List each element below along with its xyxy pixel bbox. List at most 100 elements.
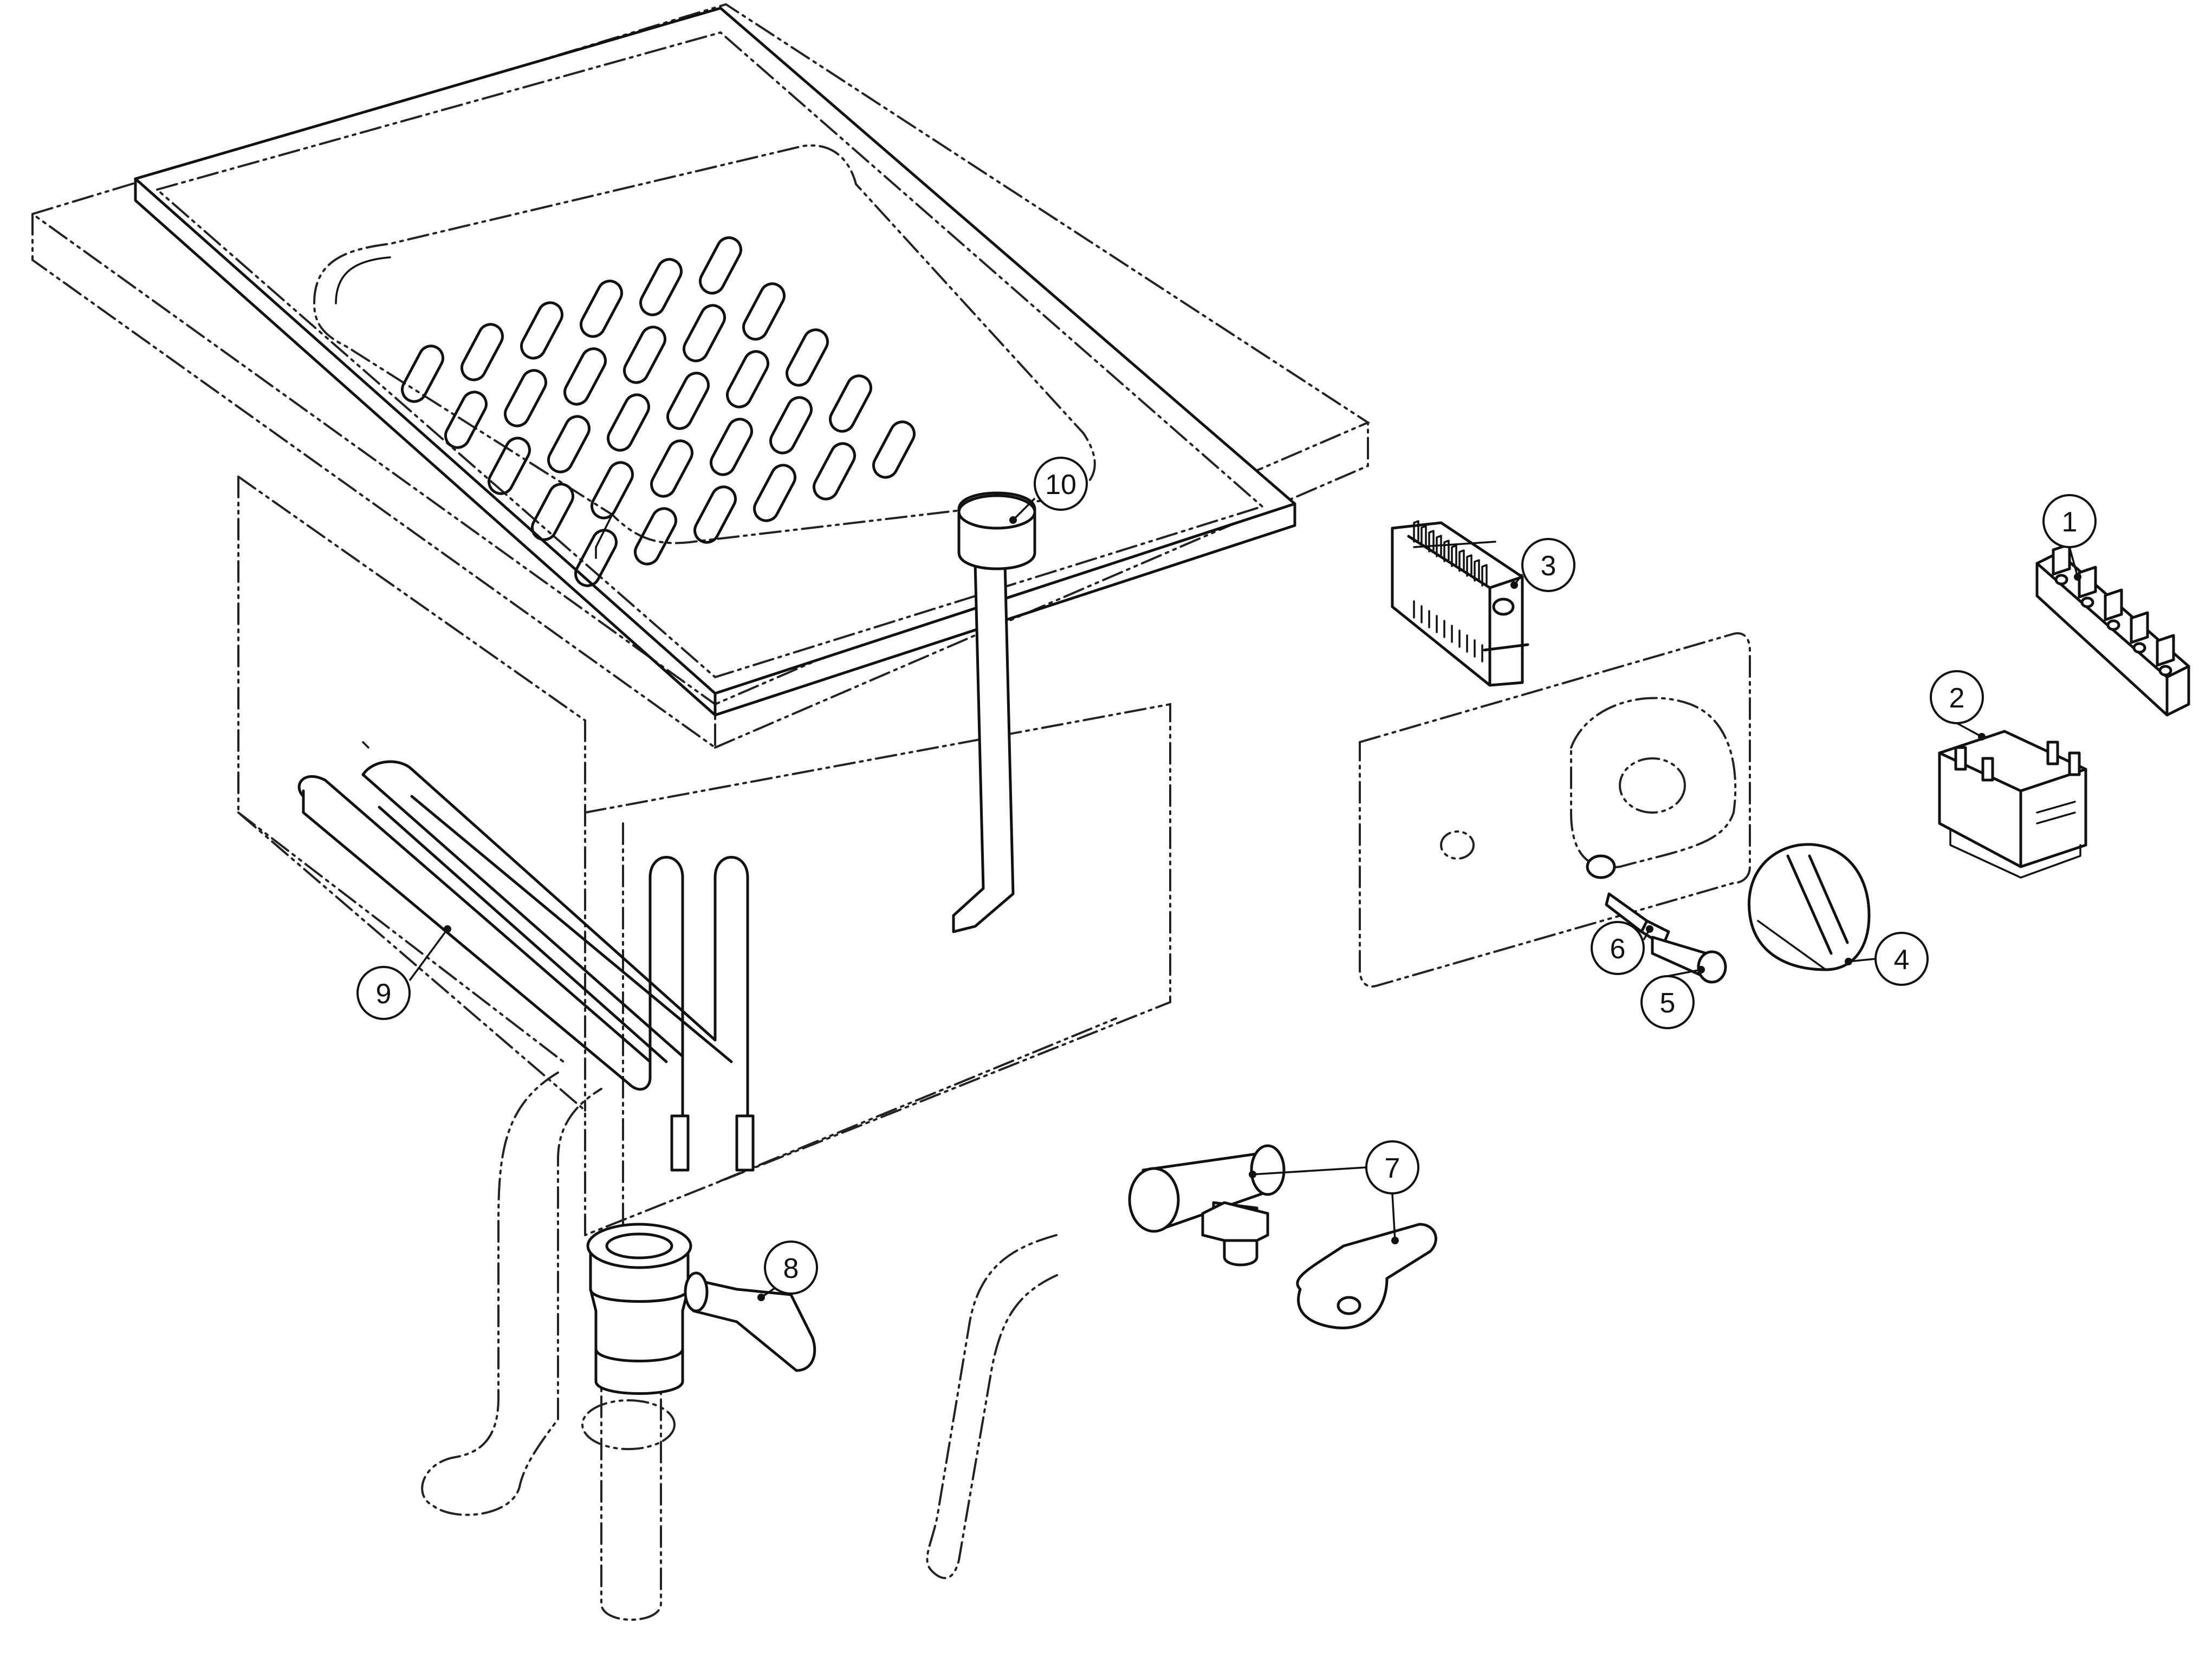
callout-number: 3: [1541, 550, 1556, 582]
grid-slot: [710, 418, 753, 476]
grid-slot: [607, 393, 650, 452]
callout-bubble: [764, 1241, 818, 1295]
terminal-screw: [2158, 665, 2172, 677]
grid-slot: [580, 280, 623, 338]
callout-2: 2: [1930, 670, 1986, 741]
grid-slot: [769, 396, 813, 454]
pilot-lamp: [1651, 936, 1727, 984]
callout-number: 8: [783, 1253, 799, 1284]
grid-slot: [753, 464, 796, 522]
callout-number: 1: [2062, 506, 2078, 538]
control-knob: [1748, 843, 1871, 971]
grid-slot: [666, 372, 710, 430]
lifting-handle: [952, 491, 1036, 933]
terminal-tab: [2104, 588, 2123, 621]
mounting-plate: [1359, 632, 1751, 988]
grid-slot: [444, 391, 488, 449]
regulator-pin: [1443, 540, 1450, 562]
callout-number: 2: [1949, 683, 1965, 714]
basin: [313, 144, 1096, 559]
grid-slot: [591, 461, 634, 519]
grid-slot: [460, 323, 504, 381]
leader-line: [1391, 1193, 1396, 1241]
grid-slot: [488, 437, 531, 495]
terminal-tab: [2130, 611, 2149, 644]
callout-number: 10: [1045, 469, 1076, 501]
leader-line: [1848, 958, 1876, 963]
callout-bubble: [1521, 538, 1575, 592]
appliance-housing: [30, 3, 1371, 1621]
leader-line: [1956, 722, 1982, 738]
grid-slot: [872, 420, 916, 479]
grid-slot: [650, 439, 693, 498]
callout-bubble: [1591, 921, 1645, 975]
regulator-pin: [1451, 544, 1457, 567]
callout-bubble: [1034, 457, 1088, 511]
regulator-pin: [1466, 554, 1472, 577]
regulator-pin: [1474, 559, 1480, 582]
grid-slot: [401, 345, 444, 403]
leader-dot: [1391, 1237, 1399, 1244]
relay: [1938, 730, 2087, 879]
callout-5: 5: [1640, 966, 1705, 1029]
grid-slot: [693, 485, 737, 544]
terminal-screw: [2132, 642, 2146, 654]
callout-bubble: [1874, 932, 1929, 986]
terminal-screw: [2106, 619, 2120, 631]
callout-10: 10: [1009, 457, 1088, 524]
thermostat-regulator: [1391, 520, 1529, 687]
grid-slot: [742, 282, 786, 341]
callout-number: 4: [1894, 944, 1910, 976]
callout-8: 8: [757, 1241, 818, 1301]
leader-dot: [444, 925, 451, 933]
leader-line: [1252, 1166, 1367, 1176]
leader-dot: [757, 1294, 765, 1301]
leader-dot: [1697, 966, 1705, 973]
callout-bubble: [1640, 975, 1695, 1029]
callout-number: 6: [1610, 933, 1626, 965]
regulator-pin: [1436, 535, 1442, 557]
leader-line: [2068, 547, 2079, 577]
leader-dot: [1978, 733, 1986, 741]
callout-6: 6: [1591, 921, 1653, 975]
callout-number: 5: [1660, 988, 1676, 1019]
terminal-tab: [2052, 543, 2071, 576]
grid-slot: [699, 236, 742, 295]
water-tap-with-lever: [1128, 1144, 1437, 1329]
leader-dot: [1646, 925, 1653, 933]
terminal-tab: [2156, 634, 2175, 667]
leader-dot: [1845, 958, 1852, 965]
grid-slot: [634, 507, 677, 566]
grid-slot: [786, 328, 829, 387]
callout-bubble: [1930, 670, 1984, 724]
leader-dot: [1009, 516, 1017, 524]
leader-dot: [1510, 581, 1518, 589]
regulator-pin: [1428, 530, 1435, 553]
callout-bubble: [2042, 494, 2097, 548]
terminal-screw: [2080, 596, 2094, 608]
leader-line: [408, 928, 449, 982]
terminal-screw: [2054, 574, 2068, 586]
grid-slot: [829, 374, 872, 433]
callout-bubble: [356, 966, 411, 1020]
callout-number: 9: [376, 978, 392, 1010]
callout-7: 7: [1249, 1140, 1419, 1244]
terminal-tab: [2078, 566, 2097, 599]
grid-slot: [563, 347, 607, 406]
top-frame: [134, 7, 1296, 717]
grid-slot: [504, 369, 547, 427]
grid-slot: [726, 350, 769, 408]
grid-slot: [574, 529, 618, 587]
heating-element: [297, 741, 755, 1172]
callout-3: 3: [1510, 538, 1575, 592]
callout-labels: 1 2 3 4 5 6 7 8 9 10: [356, 457, 2097, 1301]
callout-4: 4: [1845, 932, 1929, 986]
leader-line: [1012, 497, 1036, 521]
grid-slot: [683, 304, 726, 362]
callout-number: 7: [1385, 1153, 1400, 1184]
grid-slot: [531, 483, 574, 541]
grid-slot: [547, 415, 591, 473]
callout-1: 1: [2042, 494, 2097, 581]
leader-line: [1667, 969, 1702, 977]
